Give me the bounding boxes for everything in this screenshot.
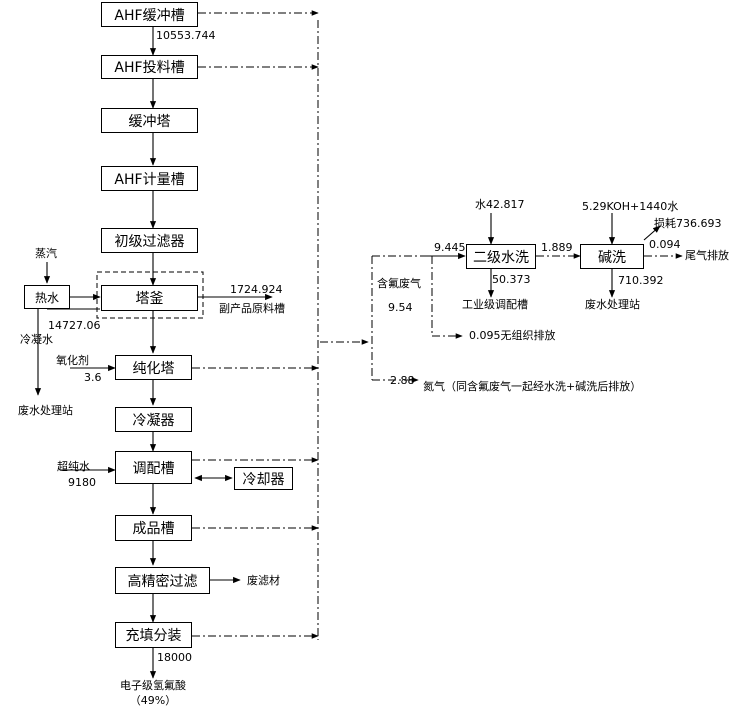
ultrapure-water-amount-label: 9180	[68, 476, 96, 489]
product-tank: 成品槽	[115, 515, 192, 541]
oxidant-label: 氧化剂	[56, 354, 89, 367]
ahf-feed-tank: AHF投料槽	[101, 55, 198, 79]
tail-gas-label: 尾气排放	[685, 249, 729, 262]
koh-in-label: 5.29KOH+1440水	[582, 200, 679, 213]
fluorine-gas-amount-label: 9.54	[388, 301, 413, 314]
flow-1889-label: 1.889	[541, 241, 573, 254]
byproduct-name-label: 副产品原料槽	[219, 302, 285, 315]
alkali-scrubber: 碱洗	[580, 244, 644, 269]
product-name-label: 电子级氢氟酸	[120, 679, 186, 692]
primary-filter: 初级过滤器	[101, 228, 198, 253]
byproduct-amount-label: 1724.924	[230, 283, 283, 296]
nitrogen-note-label: 氮气（同含氟废气一起经水洗+碱洗后排放）	[423, 380, 642, 393]
loss-label: 损耗736.693	[654, 217, 722, 230]
condensate-label: 冷凝水	[20, 333, 53, 346]
product-concentration-label: （49%）	[129, 694, 177, 707]
condenser: 冷凝器	[115, 407, 192, 432]
flow-50373-label: 50.373	[492, 273, 531, 286]
hot-water-flow-label: 14727.06	[48, 319, 101, 332]
mixing-tank: 调配槽	[115, 451, 192, 484]
wastewater-station-right-label: 废水处理站	[585, 298, 640, 311]
steam-label: 蒸汽	[35, 247, 57, 260]
purification-tower: 纯化塔	[115, 355, 192, 380]
fine-filter: 高精密过滤	[115, 567, 210, 594]
waste-filter-label: 废滤材	[247, 574, 280, 587]
fugitive-emission-label: 0.095无组织排放	[469, 329, 556, 342]
oxidant-amount-label: 3.6	[84, 371, 102, 384]
output-amount-label: 18000	[157, 651, 192, 664]
wastewater-station-left-label: 废水处理站	[18, 404, 73, 417]
flow-710392-label: 710.392	[618, 274, 664, 287]
tower-kettle: 塔釜	[101, 285, 198, 311]
buffer-tower: 缓冲塔	[101, 108, 198, 133]
filling-packing: 充填分装	[115, 622, 192, 648]
flow-0094-label: 0.094	[649, 238, 681, 251]
flow-288-label: 2.88	[390, 374, 415, 387]
secondary-water-scrubber: 二级水洗	[466, 244, 536, 269]
industrial-tank-label: 工业级调配槽	[462, 298, 528, 311]
flow-9445-label: 9.445	[434, 241, 466, 254]
water-in-label: 水42.817	[475, 198, 525, 211]
ahf-buffer-tank: AHF缓冲槽	[101, 2, 198, 27]
fluorine-gas-label: 含氟废气	[377, 277, 421, 290]
hot-water-box: 热水	[24, 285, 70, 309]
ahf-metering-tank: AHF计量槽	[101, 166, 198, 191]
ultrapure-water-label: 超纯水	[57, 460, 90, 473]
flow-ahf-label: 10553.744	[156, 29, 216, 42]
cooler: 冷却器	[234, 467, 293, 490]
